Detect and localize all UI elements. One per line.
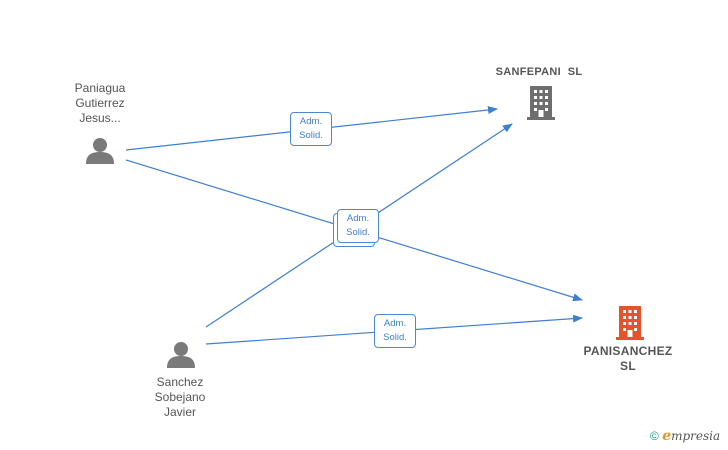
badge-line: Adm. <box>299 116 323 127</box>
label-line: Paniagua <box>74 81 126 95</box>
person-icon <box>167 342 195 368</box>
edge-label-badge: Adm. Solid. <box>374 314 416 348</box>
company-label: SANFEPANI SL <box>479 65 599 80</box>
edge-label-badge: Adm. Solid. <box>337 209 379 243</box>
badge-line: Adm. <box>346 213 370 224</box>
label-line: Sanchez <box>156 375 204 389</box>
building-icon <box>616 306 644 340</box>
edge-label-badge: Adm. Solid. <box>290 112 332 146</box>
brand-footer: © empresia <box>650 428 720 444</box>
company-label: PANISANCHEZ SL <box>568 344 688 374</box>
label-line: PANISANCHEZ <box>583 344 673 358</box>
label-line: Jesus... <box>79 111 121 125</box>
badge-line: Adm. <box>383 318 407 329</box>
brand-initial: e <box>662 428 672 444</box>
badge-line: Solid. <box>383 332 407 343</box>
label-line: SANFEPANI SL <box>495 66 583 78</box>
copyright-icon: © <box>650 429 659 443</box>
badge-line: Solid. <box>346 227 370 238</box>
label-line: Sobejano <box>154 390 206 404</box>
person-label: Paniagua Gutierrez Jesus... <box>50 81 150 126</box>
building-icon <box>527 86 555 120</box>
label-line: SL <box>620 359 636 373</box>
brand-logo: empresia <box>662 428 721 444</box>
brand-rest: mpresia <box>671 429 721 443</box>
label-line: Gutierrez <box>75 96 125 110</box>
person-icon <box>86 138 114 164</box>
person-label: Sanchez Sobejano Javier <box>130 375 230 420</box>
label-line: Javier <box>163 405 196 419</box>
badge-line: Solid. <box>299 130 323 141</box>
